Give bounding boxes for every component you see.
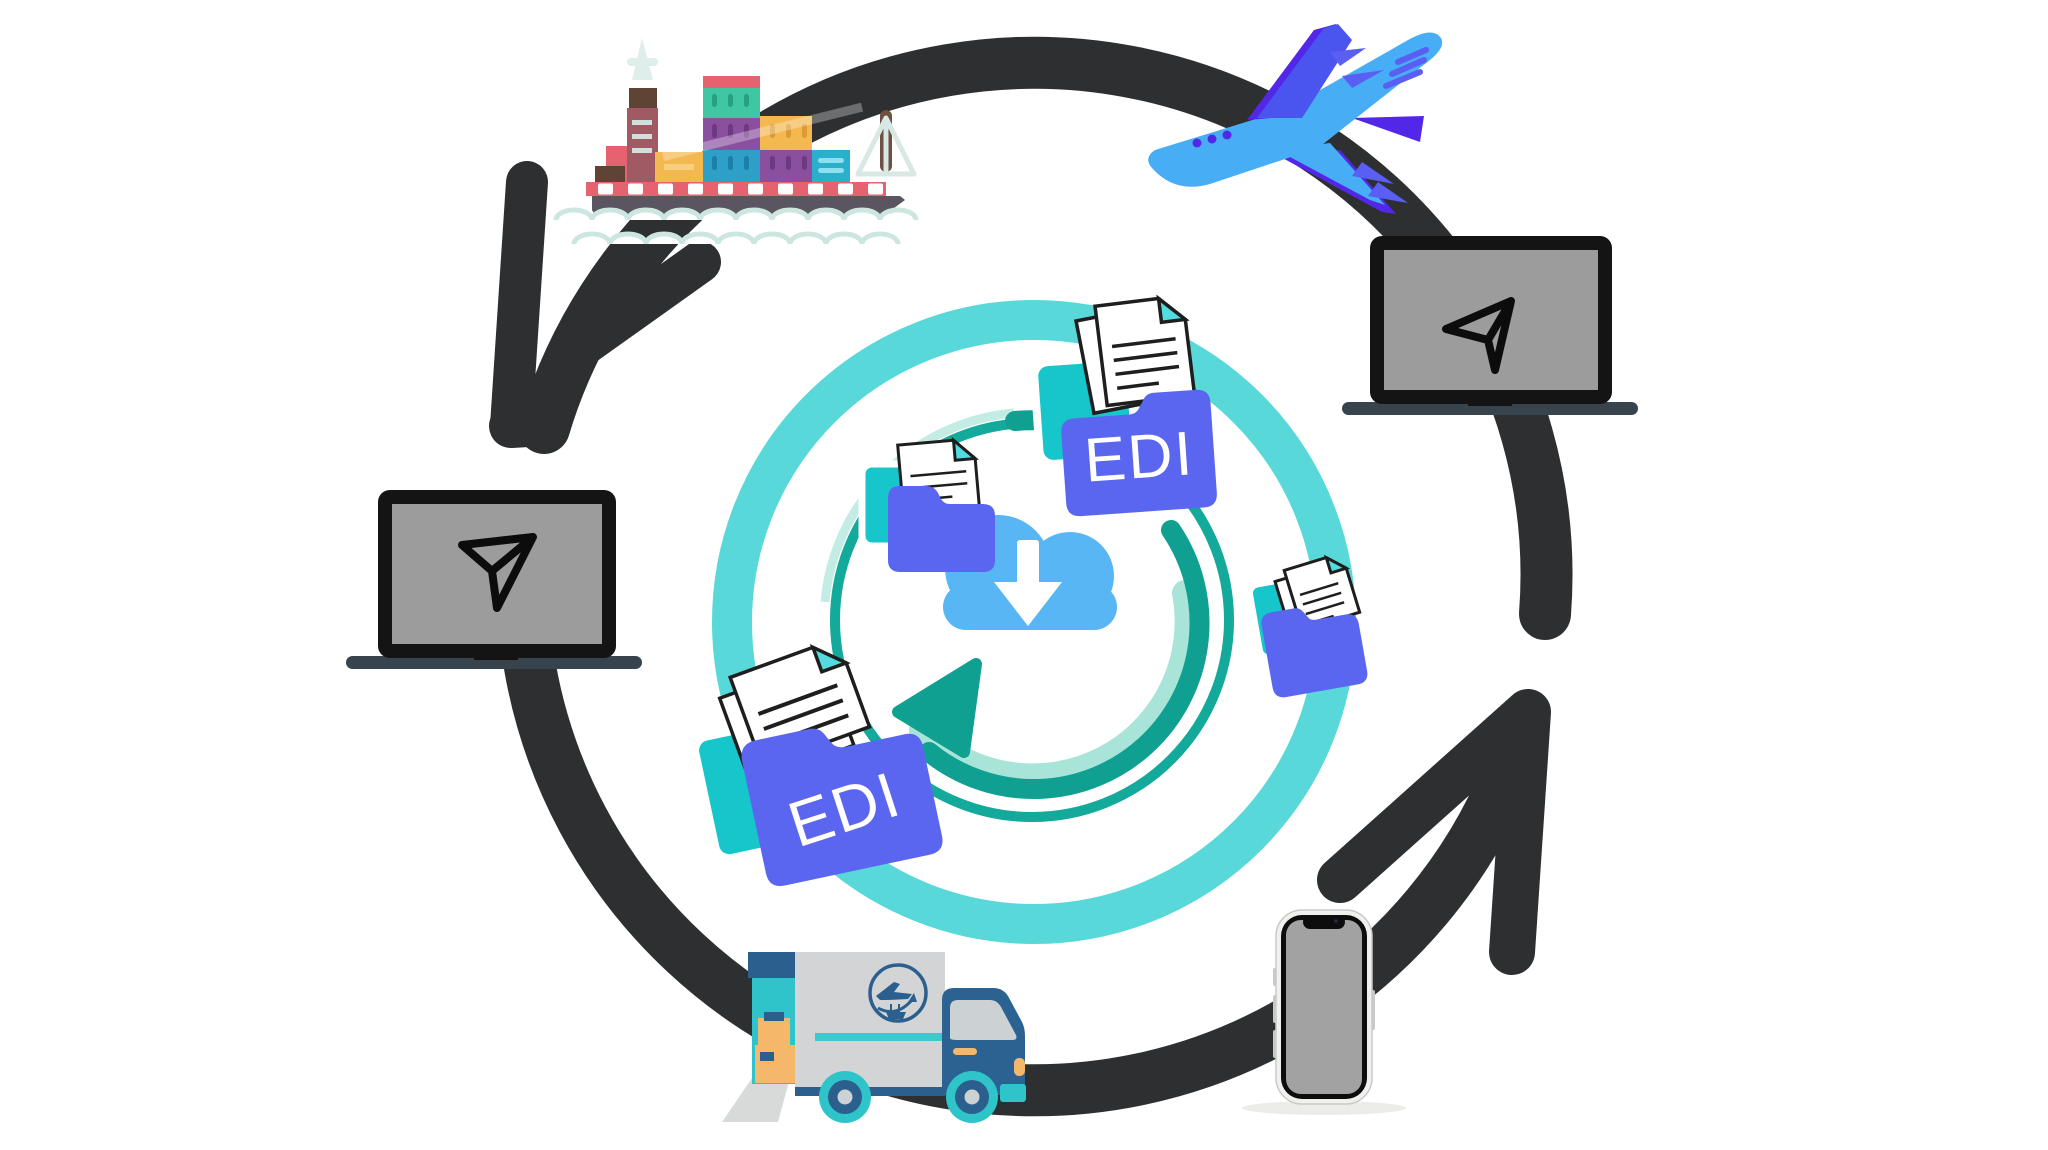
folder-front [1061, 389, 1217, 517]
folder-front [741, 728, 943, 887]
truck-window [950, 1000, 1017, 1040]
document-folder-right-icon [1246, 554, 1368, 698]
laptop-base [346, 656, 642, 669]
edi-folder-top-icon: EDI [1030, 294, 1217, 517]
document-folder-left-icon [858, 436, 995, 572]
laptop-screen [392, 504, 602, 644]
laptop-send-right-icon [1342, 236, 1638, 415]
send-icon [1442, 297, 1515, 374]
edi-folder-bottom-icon: EDI [691, 643, 943, 887]
folder-front [1261, 608, 1368, 698]
laptop-send-left-icon [346, 490, 642, 669]
truck-ramp [722, 1078, 790, 1122]
phone-screen [1286, 920, 1362, 1094]
laptop-base [1342, 402, 1638, 415]
download-arrow-icon [994, 540, 1062, 626]
folder-front [888, 486, 995, 572]
truck-box [795, 952, 945, 1092]
lighthouse [595, 38, 658, 182]
send-icon [458, 533, 537, 612]
edi-folder-top-label: EDI [1082, 419, 1196, 495]
cargo-ship-icon [553, 38, 919, 245]
delivery-truck-icon [722, 952, 1026, 1123]
sync-dark-arc [919, 520, 1210, 800]
containers [655, 76, 864, 182]
cycle-arrow-bottom-right-icon [1317, 689, 1551, 975]
cloud-download-icon [934, 506, 1126, 639]
phone-notch [1303, 915, 1345, 929]
sync-mint-arc [909, 580, 1201, 790]
document-icon [1073, 294, 1197, 416]
truck-logo [868, 963, 928, 1023]
cycle-arrow-top-left-icon [489, 161, 721, 448]
waves [553, 207, 919, 245]
truck-wheel-rear [819, 1071, 871, 1123]
smartphone-icon [1242, 909, 1406, 1115]
sync-arrowhead [892, 658, 982, 758]
truck-wheel-front [946, 1071, 998, 1123]
airplane-icon [1148, 24, 1443, 214]
